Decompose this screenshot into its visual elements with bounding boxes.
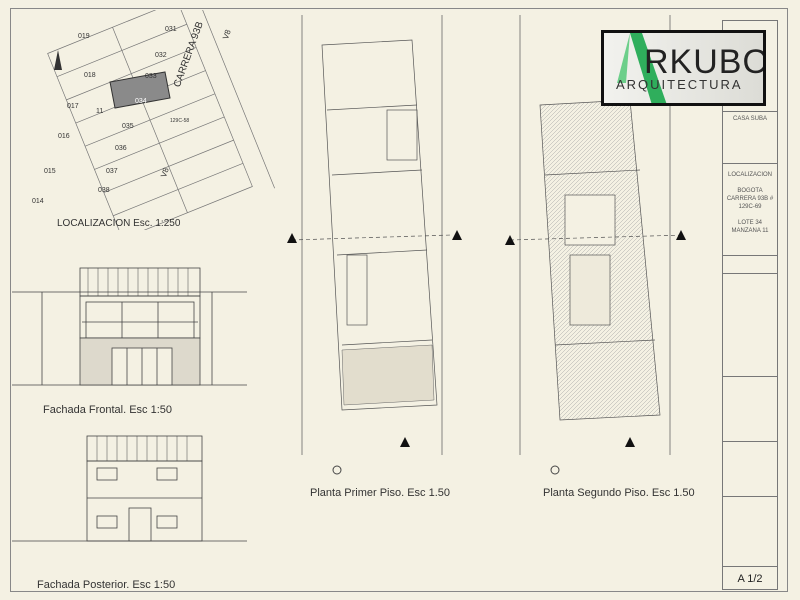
first-floor-caption: Planta Primer Piso. Esc 1.50 <box>310 487 451 499</box>
first-floor-plan <box>287 15 462 475</box>
front-facade-caption: Fachada Frontal. Esc 1:50 <box>43 404 173 416</box>
sheet-border <box>10 8 788 592</box>
block-label: 11 <box>96 108 104 115</box>
section-marker-icon <box>452 230 462 240</box>
lot-label: 037 <box>106 168 118 175</box>
company-logo: RKUBO ARQUITECTURA <box>601 30 766 106</box>
lot-label: 032 <box>155 52 167 59</box>
city: BOGOTA <box>737 188 763 194</box>
location-map <box>47 10 275 230</box>
logo-subtitle: ARQUITECTURA <box>616 77 743 92</box>
logo-name: RKUBO <box>644 43 766 81</box>
lot-label: 038 <box>98 187 110 194</box>
location-caption: LOCALIZACION Esc. 1:250 <box>57 218 181 229</box>
address: CARRERA 93B # 129C-69 <box>726 196 774 210</box>
project-name: CASA SUBA <box>723 111 777 139</box>
rear-facade-drawing <box>12 435 247 542</box>
section-marker-icon <box>287 233 297 243</box>
lot-label: 019 <box>78 33 90 40</box>
sheet-number: A 1/2 <box>723 566 777 591</box>
front-facade-drawing <box>12 267 247 386</box>
section-marker-icon <box>505 235 515 245</box>
lot-label: 035 <box>122 123 134 130</box>
lot-034-highlight <box>109 71 171 109</box>
north-arrow-icon <box>54 50 62 70</box>
lot-label: 015 <box>44 168 56 175</box>
section-marker-icon <box>625 437 635 447</box>
lot-label: 014 <box>32 198 44 205</box>
lot-label: 018 <box>84 72 96 79</box>
lot: LOTE 34 <box>737 220 762 226</box>
lot-label: 036 <box>115 145 127 152</box>
title-block-location: LOCALIZACION BOGOTA CARRERA 93B # 129C-6… <box>723 163 777 263</box>
block: MANZANA 11 <box>731 228 769 234</box>
section-marker-icon <box>400 437 410 447</box>
lot-label: 017 <box>67 103 79 110</box>
lot-label: 031 <box>165 26 177 33</box>
lot-label: 033 <box>145 73 157 80</box>
lot-label: 034 <box>135 98 147 105</box>
rear-facade-caption: Fachada Posterior. Esc 1:50 <box>37 579 176 591</box>
section-title: LOCALIZACION <box>727 172 772 178</box>
second-floor-caption: Planta Segundo Piso. Esc 1.50 <box>543 487 695 499</box>
street-number: 129C-58 <box>170 118 190 124</box>
title-block: CASA SUBA LOCALIZACION BOGOTA CARRERA 93… <box>722 20 778 590</box>
lot-label: 016 <box>58 133 70 140</box>
second-floor-plan <box>505 15 686 475</box>
section-marker-icon <box>676 230 686 240</box>
